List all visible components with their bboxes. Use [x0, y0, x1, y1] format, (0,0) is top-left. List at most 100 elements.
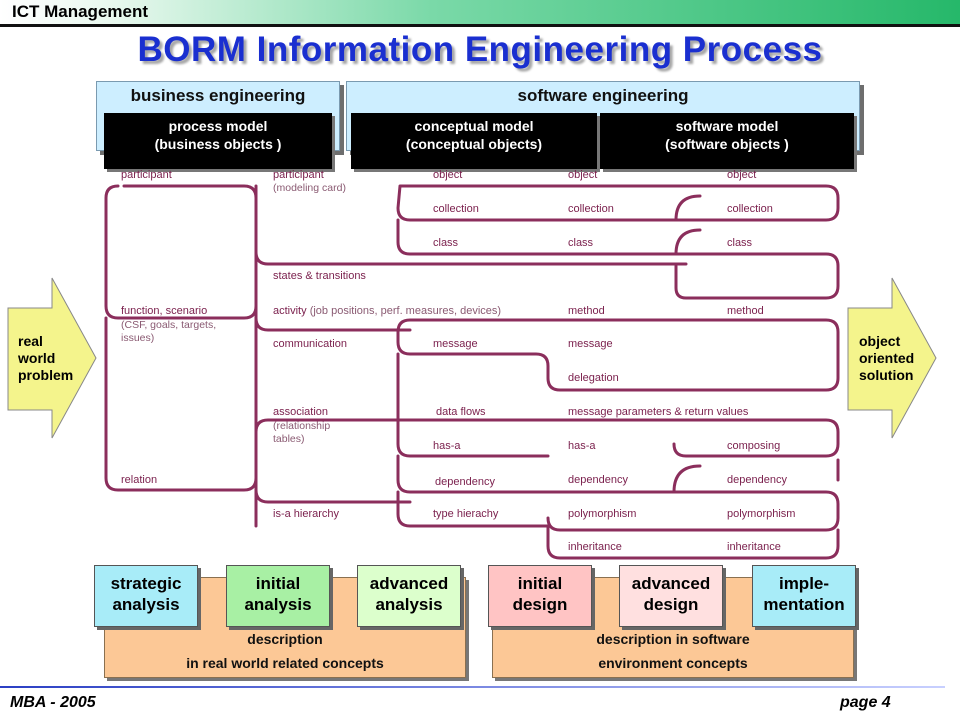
business-function-note: (CSF, goals, targets, [121, 319, 217, 331]
conceptual-model-subtitle: (conceptual objects) [405, 136, 543, 152]
connector-software-dep [672, 464, 702, 494]
phase-initial-analysis: initial analysis [226, 565, 330, 627]
software-engineering-label: software engineering [517, 86, 689, 105]
real-world-description-line2: in real world related concepts [186, 655, 384, 671]
design-message: message [568, 338, 613, 350]
connector-conceptual-assoc [396, 352, 550, 458]
conceptual-model-title: conceptual model [414, 118, 534, 134]
process-model-title: process model [168, 118, 268, 134]
left-arrow-line3: problem [18, 367, 74, 383]
conceptual-collection: collection [433, 203, 479, 215]
business-function: function, scenario [121, 305, 208, 317]
phase-initial-design-line2: design [512, 595, 568, 614]
connector-conceptual-dep [396, 454, 840, 532]
design-inheritance: inheritance [568, 541, 622, 553]
phase-advanced-design: advanced design [619, 565, 723, 627]
software-object: object [727, 169, 757, 181]
conceptual-message: message [433, 338, 478, 350]
software-model-subtitle: (software objects ) [665, 136, 789, 152]
software-class: class [727, 237, 753, 249]
connector-conceptual-data [408, 418, 840, 458]
conceptual-dataflows: data flows [436, 406, 486, 418]
design-dependency: dependency [568, 474, 628, 486]
right-arrow-line2: oriented [859, 350, 915, 366]
phase-strategic-line2: analysis [112, 595, 180, 614]
connector-business-lower [104, 316, 412, 492]
process-isa: is-a hierarchy [273, 508, 340, 520]
process-activity-note: (job positions, perf. measures, devices) [309, 305, 502, 317]
phase-advanced-design-line2: design [643, 595, 699, 614]
phase-implementation-line2: mentation [763, 595, 845, 614]
software-model-box: software model (software objects ) [600, 113, 854, 169]
design-delegation: delegation [568, 372, 619, 384]
connector-conceptual-method [396, 318, 840, 392]
process-states: states & transitions [273, 270, 366, 282]
header-title: ICT Management [12, 2, 149, 21]
software-collection: collection [727, 203, 773, 215]
connector-process-isa [254, 488, 412, 504]
software-dependency: dependency [727, 474, 787, 486]
header-bar [0, 0, 960, 26]
conceptual-dependency: dependency [435, 476, 495, 488]
business-participant: participant [121, 169, 172, 181]
left-arrow-text: real world problem [18, 333, 73, 384]
design-object: object [568, 169, 598, 181]
phase-implementation: imple- mentation [752, 565, 856, 627]
business-relation: relation [121, 474, 158, 486]
software-description-line1: description in software [596, 631, 750, 647]
object-oriented-solution-arrow [847, 277, 937, 439]
phase-implementation-line1: imple- [778, 574, 830, 593]
footer-page-number: page 4 [840, 694, 891, 711]
conceptual-object: object [433, 169, 463, 181]
footer-course: MBA - 2005 [10, 694, 96, 711]
design-polymorphism: polymorphism [568, 508, 637, 520]
phase-initial-design-line1: initial [517, 574, 563, 593]
header-rule [0, 24, 960, 27]
right-arrow-line1: object [859, 333, 901, 349]
conceptual-hasa: has-a [433, 440, 461, 452]
design-collection: collection [568, 203, 614, 215]
phase-advanced-design-line1: advanced [631, 574, 711, 593]
connector-conceptual-class [396, 218, 840, 300]
software-composing: composing [727, 440, 781, 452]
conceptual-model-box: conceptual model (conceptual objects) [351, 113, 597, 169]
real-world-description-line1: description [247, 631, 323, 647]
process-model-subtitle: (business objects ) [154, 136, 282, 152]
design-method: method [568, 305, 605, 317]
phase-initial-analysis-line1: initial [255, 574, 301, 593]
process-activity: activity (job positions, perf. measures,… [273, 305, 501, 318]
phase-advanced-analysis-line1: advanced [369, 574, 449, 593]
real-world-problem-arrow [7, 277, 97, 439]
software-description-line2: environment concepts [598, 655, 748, 671]
process-model-box: process model (business objects ) [104, 113, 332, 169]
process-association-note2: tables) [273, 433, 305, 445]
process-association-note: (relationship [273, 420, 331, 432]
connector-business-bracket [104, 184, 258, 320]
process-communication: communication [273, 338, 347, 350]
software-inheritance: inheritance [727, 541, 781, 553]
right-arrow-text: object oriented solution [859, 333, 914, 384]
conceptual-typehierarchy: type hierachy [433, 508, 499, 520]
left-arrow-line2: world [18, 350, 56, 366]
connector-software-top [674, 194, 702, 222]
design-hasa: has-a [568, 440, 596, 452]
conceptual-class: class [433, 237, 459, 249]
design-msgparams: message parameters & return values [568, 406, 749, 418]
phase-initial-design: initial design [488, 565, 592, 627]
page-title: BORM Information Engineering Process [137, 30, 823, 69]
phase-advanced-analysis-line2: analysis [375, 595, 443, 614]
process-association: association [273, 406, 329, 418]
connector-conceptual-top [396, 184, 840, 222]
process-participant: participant [273, 169, 324, 181]
business-engineering-label: business engineering [130, 86, 306, 105]
phase-strategic-line1: strategic [110, 574, 182, 593]
phase-advanced-analysis: advanced analysis [357, 565, 461, 627]
footer-rule [0, 686, 945, 688]
phase-initial-analysis-line2: analysis [244, 595, 312, 614]
connector-inheritance [546, 524, 840, 560]
left-arrow-line1: real [18, 333, 43, 349]
connector-software-class [674, 228, 702, 256]
right-arrow-line3: solution [859, 367, 914, 383]
phase-strategic-analysis: strategic analysis [94, 565, 198, 627]
